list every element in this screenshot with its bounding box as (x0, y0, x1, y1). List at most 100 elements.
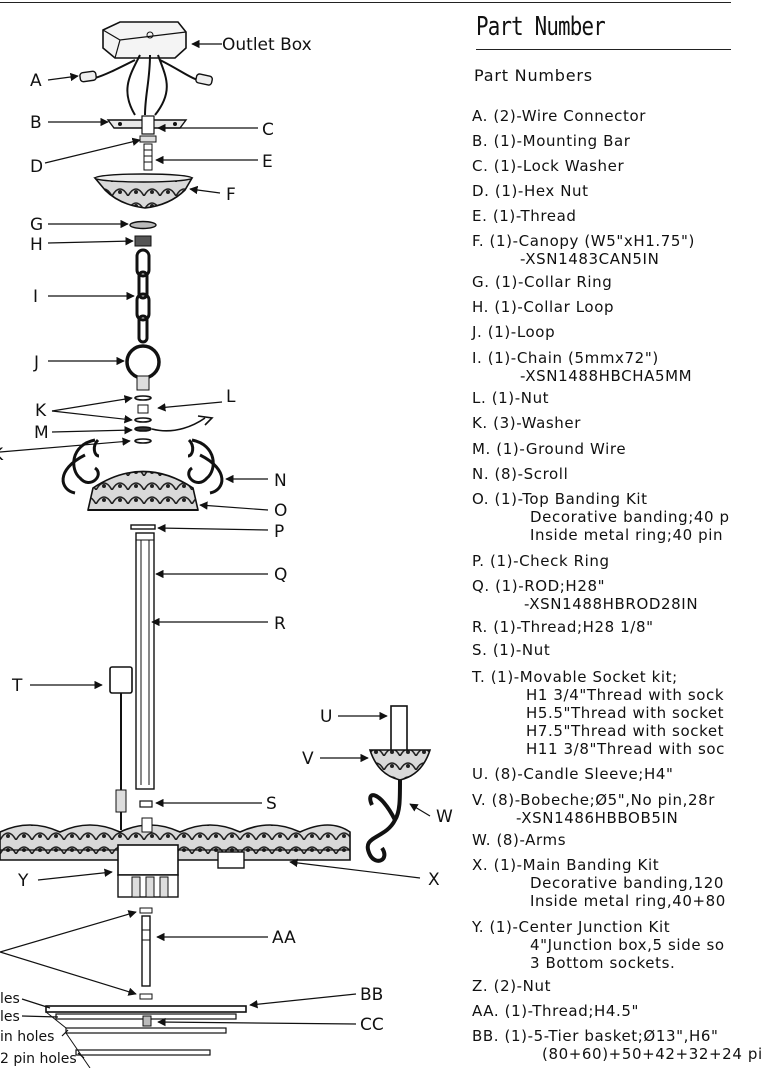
part-item-text: B. (1)-Mounting Bar (472, 132, 631, 150)
part-item-detail: 4"Junction box,5 side so (530, 936, 725, 954)
part-item: T. (1)-Movable Socket kit;H1 3/4"Thread … (472, 668, 725, 758)
part-item-text: Y. (1)-Center Junction Kit (472, 918, 671, 936)
part-item: S. (1)-Nut (472, 641, 550, 659)
part-item: R. (1)-Thread;H28 1/8" (472, 618, 654, 636)
leader-arrows (0, 39, 431, 1059)
part-item: U. (8)-Candle Sleeve;H4" (472, 765, 673, 783)
rod-nut (139, 800, 153, 808)
label-cut-3: in holes (0, 1029, 54, 1045)
exploded-diagram: Outlet Box A B C D E F G H I J K L M K N… (0, 21, 453, 1068)
label-X: X (428, 870, 440, 890)
label-W: W (436, 807, 453, 827)
label-outlet-box: Outlet Box (222, 35, 312, 55)
bobeche (368, 749, 432, 781)
part-item-text: H. (1)-Collar Loop (472, 298, 615, 316)
label-M: M (34, 423, 49, 443)
label-K-partial: K (0, 445, 4, 465)
label-N: N (274, 471, 287, 491)
collar-ring (129, 220, 157, 230)
ground-wire (151, 415, 214, 432)
movable-socket-kit (109, 666, 133, 830)
part-item-detail: Inside metal ring,40+80 (530, 892, 726, 910)
label-Q: Q (274, 565, 287, 585)
part-item: AA. (1)-Thread;H4.5" (472, 1002, 639, 1020)
part-item-text: BB. (1)-5-Tier basket;Ø13",H6" (472, 1027, 719, 1045)
label-AA: AA (272, 928, 296, 948)
label-CC: CC (360, 1015, 384, 1035)
scrolls (61, 438, 224, 495)
part-item-detail: -XSN1488HBCHA5MM (520, 367, 693, 385)
part-item-text: N. (8)-Scroll (472, 465, 569, 483)
part-item-detail: H11 3/8"Thread with soc (526, 740, 726, 758)
part-item-detail: H7.5"Thread with socket (526, 722, 725, 740)
part-item-text: Z. (2)-Nut (472, 977, 552, 995)
part-number-panel: Part Number Part Numbers A. (2)-Wire Con… (468, 0, 762, 1068)
label-BB: BB (360, 985, 383, 1005)
washers-and-nut (134, 395, 152, 444)
part-item-text: Q. (1)-ROD;H28" (472, 577, 606, 595)
part-item-text: M. (1)-Ground Wire (472, 440, 627, 458)
canopy (93, 173, 194, 209)
label-S: S (266, 794, 277, 814)
label-cut-1: les (0, 991, 20, 1007)
label-T: T (11, 676, 23, 696)
part-item-detail: -XSN1486HBBOB5IN (516, 809, 679, 827)
label-A: A (30, 71, 42, 91)
part-item: N. (8)-Scroll (472, 465, 568, 483)
label-L: L (226, 387, 236, 407)
part-item: D. (1)-Hex Nut (472, 182, 589, 200)
label-U: U (320, 707, 332, 727)
part-item-detail: H1 3/4"Thread with sock (526, 686, 725, 704)
label-F: F (226, 185, 236, 205)
label-P: P (274, 522, 284, 542)
part-item-text: O. (1)-Top Banding Kit (472, 490, 648, 508)
chain (135, 248, 151, 344)
part-item: L. (1)-Nut (472, 389, 549, 407)
outlet-box (102, 21, 187, 59)
label-E: E (262, 152, 273, 172)
label-C: C (262, 120, 274, 140)
part-item-detail: -XSN1483CAN5IN (520, 250, 660, 268)
part-item: Z. (2)-Nut (472, 977, 551, 995)
label-H: H (30, 235, 43, 255)
thread-rod-top (143, 143, 153, 171)
part-item: V. (8)-Bobeche;Ø5",No pin,28r-XSN1486HBB… (472, 791, 715, 827)
part-item-text: E. (1)-Thread (472, 207, 577, 225)
label-V: V (302, 749, 314, 769)
label-J: J (33, 353, 39, 373)
part-item-text: X. (1)-Main Banding Kit (472, 856, 660, 874)
part-item-text: R. (1)-Thread;H28 1/8" (472, 618, 654, 636)
part-item-text: D. (1)-Hex Nut (472, 182, 589, 200)
part-item-detail: 3 Bottom sockets. (530, 954, 676, 972)
part-item-text: I. (1)-Chain (5mmx72") (472, 349, 659, 367)
part-item-text: T. (1)-Movable Socket kit; (472, 668, 678, 686)
part-item-text: P. (1)-Check Ring (472, 552, 610, 570)
part-item: K. (3)-Washer (472, 414, 581, 432)
label-cut-2: les (0, 1009, 20, 1025)
part-item-text: F. (1)-Canopy (W5"xH1.75") (472, 232, 695, 250)
collar-loop (134, 235, 152, 247)
part-item-text: K. (3)-Washer (472, 414, 582, 432)
part-item: H. (1)-Collar Loop (472, 298, 614, 316)
label-I: I (33, 287, 38, 307)
part-item-text: J. (1)-Loop (472, 323, 556, 341)
part-item: J. (1)-Loop (472, 323, 555, 341)
part-item-text: A. (2)-Wire Connector (472, 107, 647, 125)
label-R: R (274, 614, 286, 634)
part-item-detail: (80+60)+50+42+32+24 pi (542, 1045, 763, 1063)
part-item: C. (1)-Lock Washer (472, 157, 624, 175)
part-item: I. (1)-Chain (5mmx72")-XSN1488HBCHA5MM (472, 349, 692, 385)
label-D: D (30, 157, 43, 177)
mounting-bar (106, 115, 188, 135)
part-item-detail: Decorative banding;40 p (530, 508, 730, 526)
part-item-detail: H5.5"Thread with socket (526, 704, 725, 722)
part-item: BB. (1)-5-Tier basket;Ø13",H6"(80+60)+50… (472, 1027, 763, 1063)
check-ring (130, 524, 156, 530)
part-item: Q. (1)-ROD;H28"-XSN1488HBROD28IN (472, 577, 698, 613)
top-banding-kit (86, 470, 200, 511)
part-item-text: G. (1)-Collar Ring (472, 273, 613, 291)
part-item-detail: -XSN1488HBROD28IN (524, 595, 699, 613)
panel-title: Part Number (476, 12, 606, 42)
